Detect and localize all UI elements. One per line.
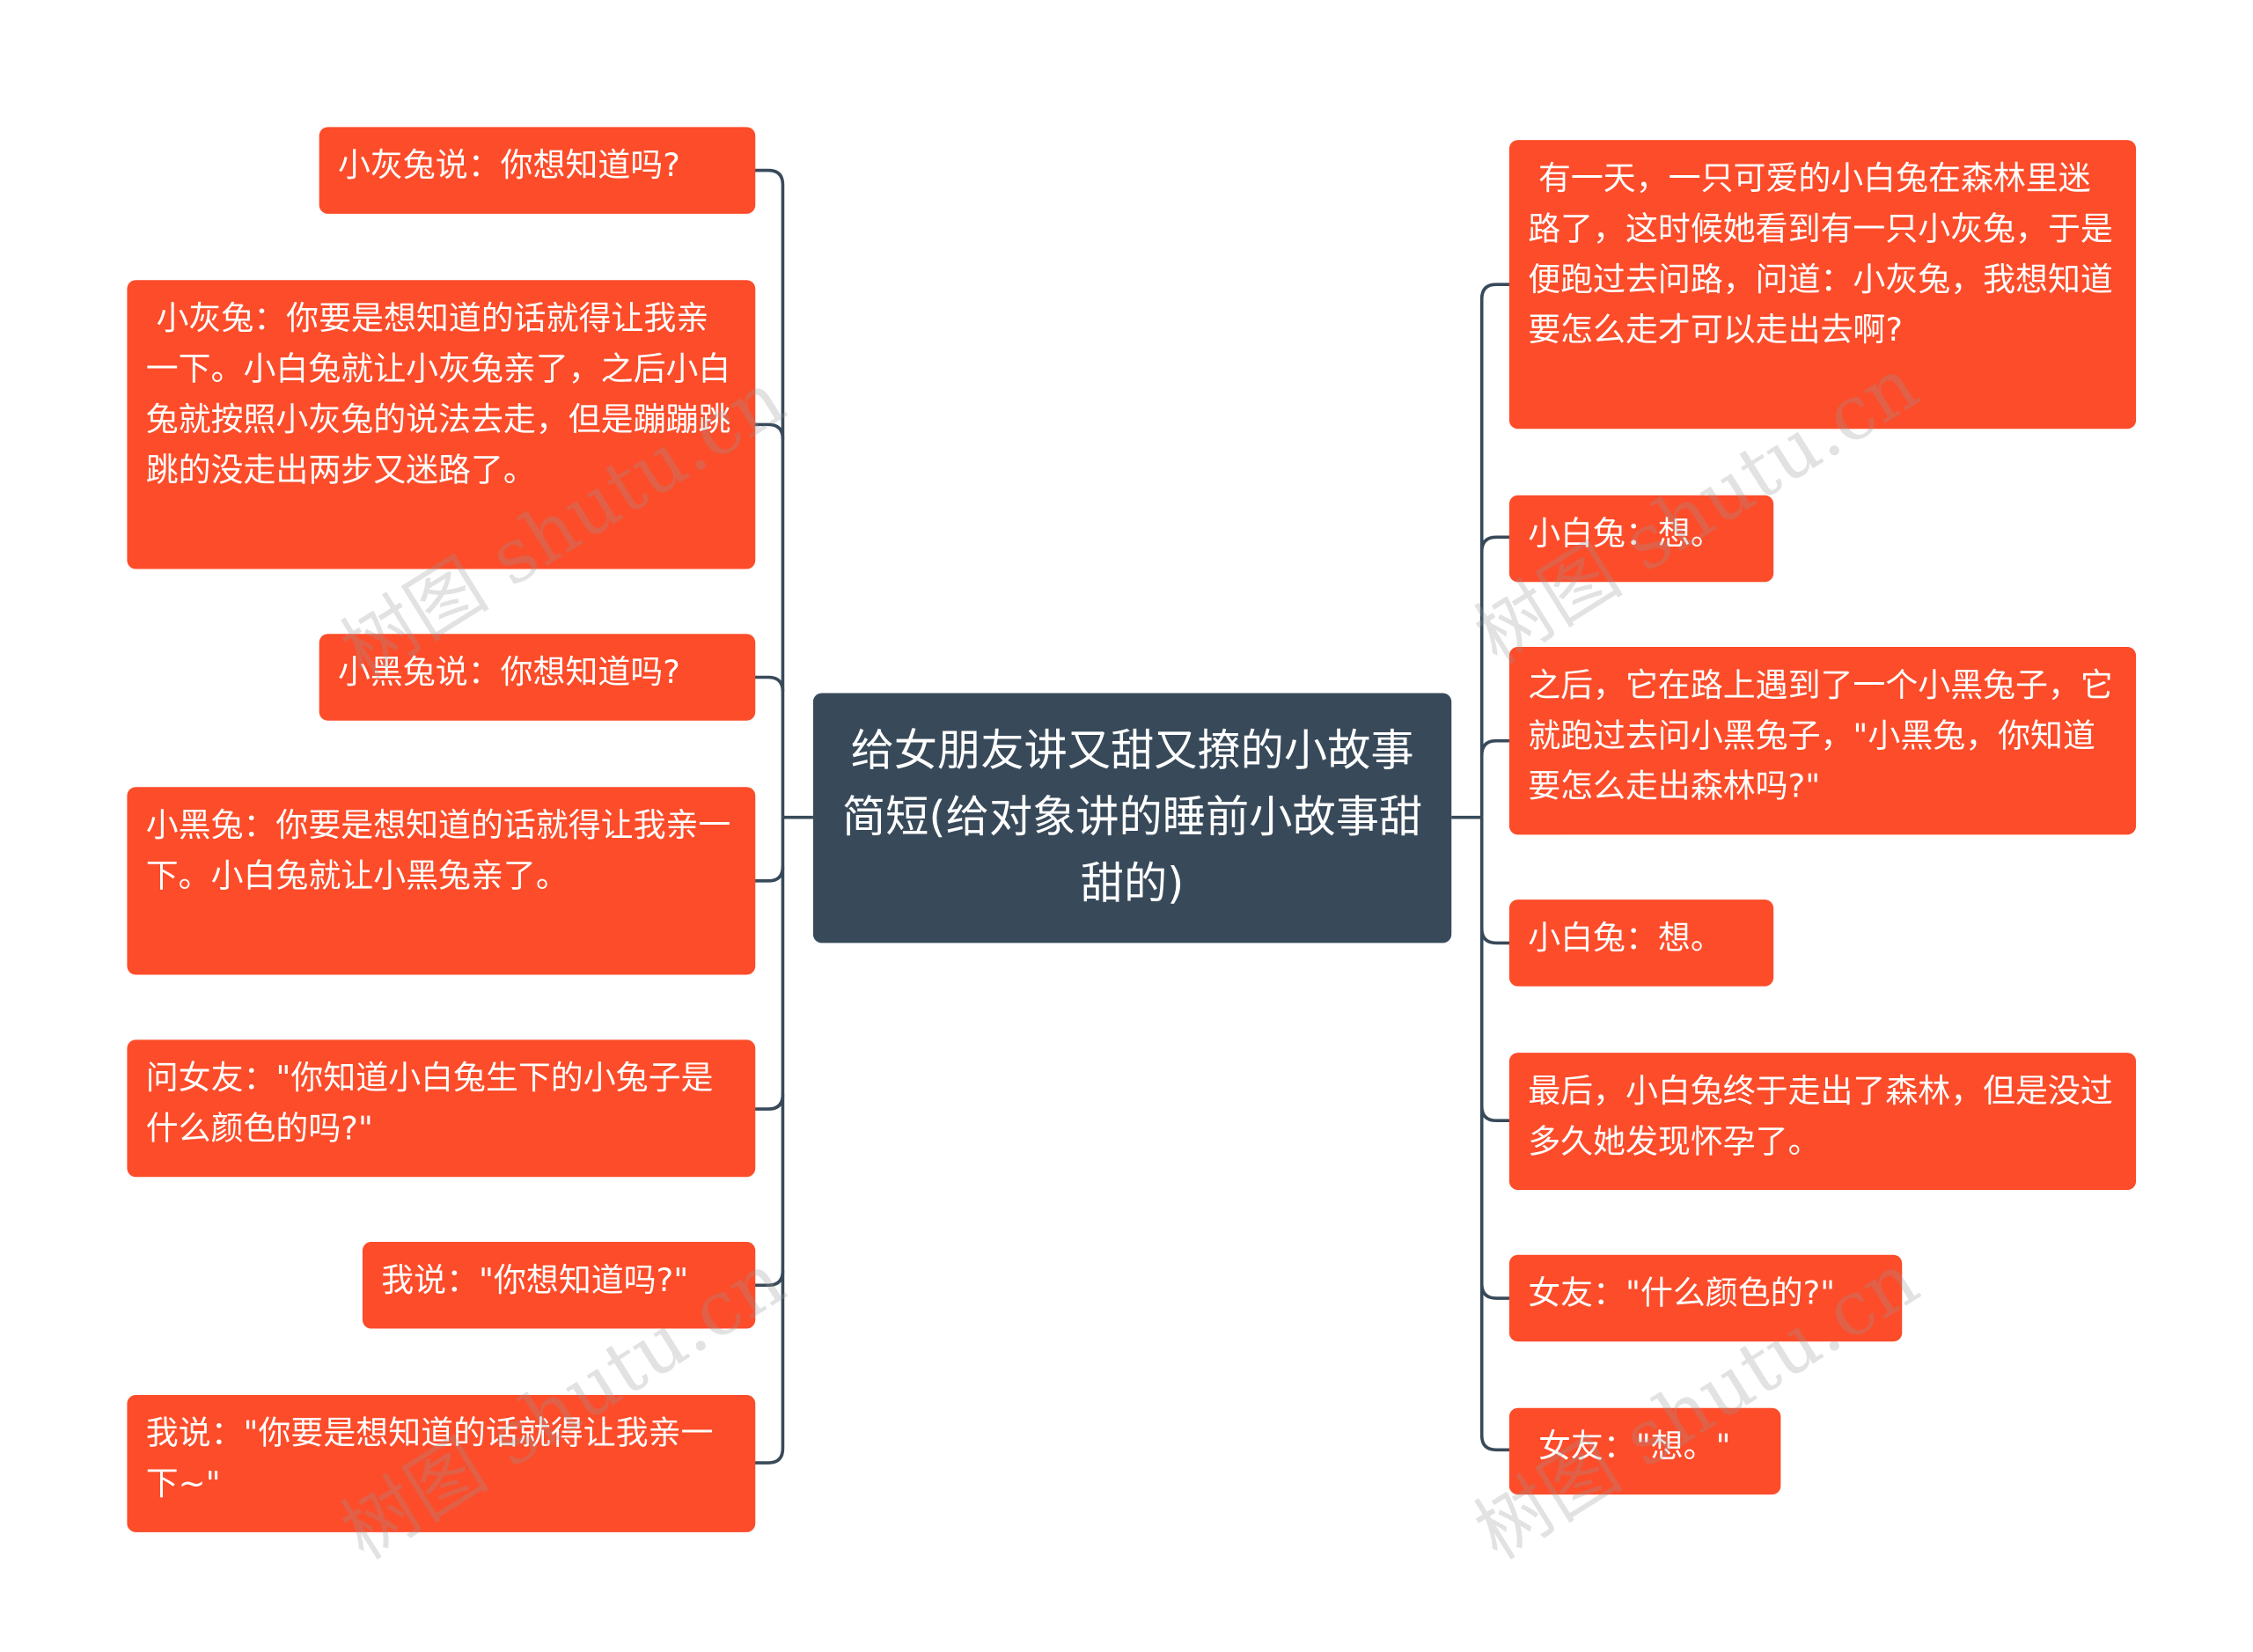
connector-right-2 (1479, 535, 1511, 552)
connector-right-5 (1479, 1105, 1511, 1123)
connector-left-5 (753, 1094, 785, 1111)
right-node-1[interactable]: 有一天，一只可爱的小白兔在森林里迷路了，这时候她看到有一只小灰兔，于是便跑过去问… (1508, 140, 2137, 430)
right-node-2[interactable]: 小白兔：想。 (1508, 495, 1774, 583)
connector-left-4 (753, 866, 785, 883)
connector-left-2 (753, 422, 785, 439)
left-node-5[interactable]: 问女友："你知道小白兔生下的小兔子是什么颜色的吗?" (127, 1039, 756, 1178)
right-node-5[interactable]: 最后，小白兔终于走出了森林，但是没过多久她发现怀孕了。 (1508, 1053, 2137, 1190)
root-node[interactable]: 给女朋友讲又甜又撩的小故事简短(给对象讲的睡前小故事甜甜的) (812, 693, 1452, 943)
root-title: 给女朋友讲又甜又撩的小故事简短(给对象讲的睡前小故事甜甜的) (841, 725, 1423, 909)
left-node-7[interactable]: 我说："你要是想知道的话就得让我亲一下~" (127, 1394, 756, 1532)
left-node-3[interactable]: 小黑兔说：你想知道吗? (319, 634, 756, 721)
connector-left-3 (753, 675, 785, 693)
right-node-3[interactable]: 之后，它在路上遇到了一个小黑兔子，它就跑过去问小黑兔子，"小黑兔，你知道要怎么走… (1508, 647, 2137, 835)
connector-right-1 (1479, 283, 1511, 818)
left-node-1[interactable]: 小灰兔说：你想知道吗? (319, 127, 756, 214)
left-node-6[interactable]: 我说："你想知道吗?" (362, 1242, 756, 1329)
right-node-4[interactable]: 小白兔：想。 (1508, 899, 1774, 987)
connector-right-4 (1479, 928, 1511, 945)
connector-left-7 (753, 817, 785, 1465)
connector-left-1 (753, 168, 785, 818)
left-node-2[interactable]: 小灰兔：你要是想知道的话就得让我亲一下。小白兔就让小灰兔亲了，之后小白兔就按照小… (127, 280, 756, 569)
left-node-4[interactable]: 小黑兔：你要是想知道的话就得让我亲一下。小白兔就让小黑兔亲了。 (127, 787, 756, 975)
right-node-7[interactable]: 女友："想。" (1508, 1407, 1781, 1495)
connector-left-6 (753, 1270, 785, 1288)
connector-right-6 (1479, 1283, 1511, 1300)
connector-right-7 (1479, 817, 1511, 1452)
connector-right-3 (1479, 738, 1511, 756)
right-node-6[interactable]: 女友："什么颜色的?" (1508, 1254, 1903, 1342)
